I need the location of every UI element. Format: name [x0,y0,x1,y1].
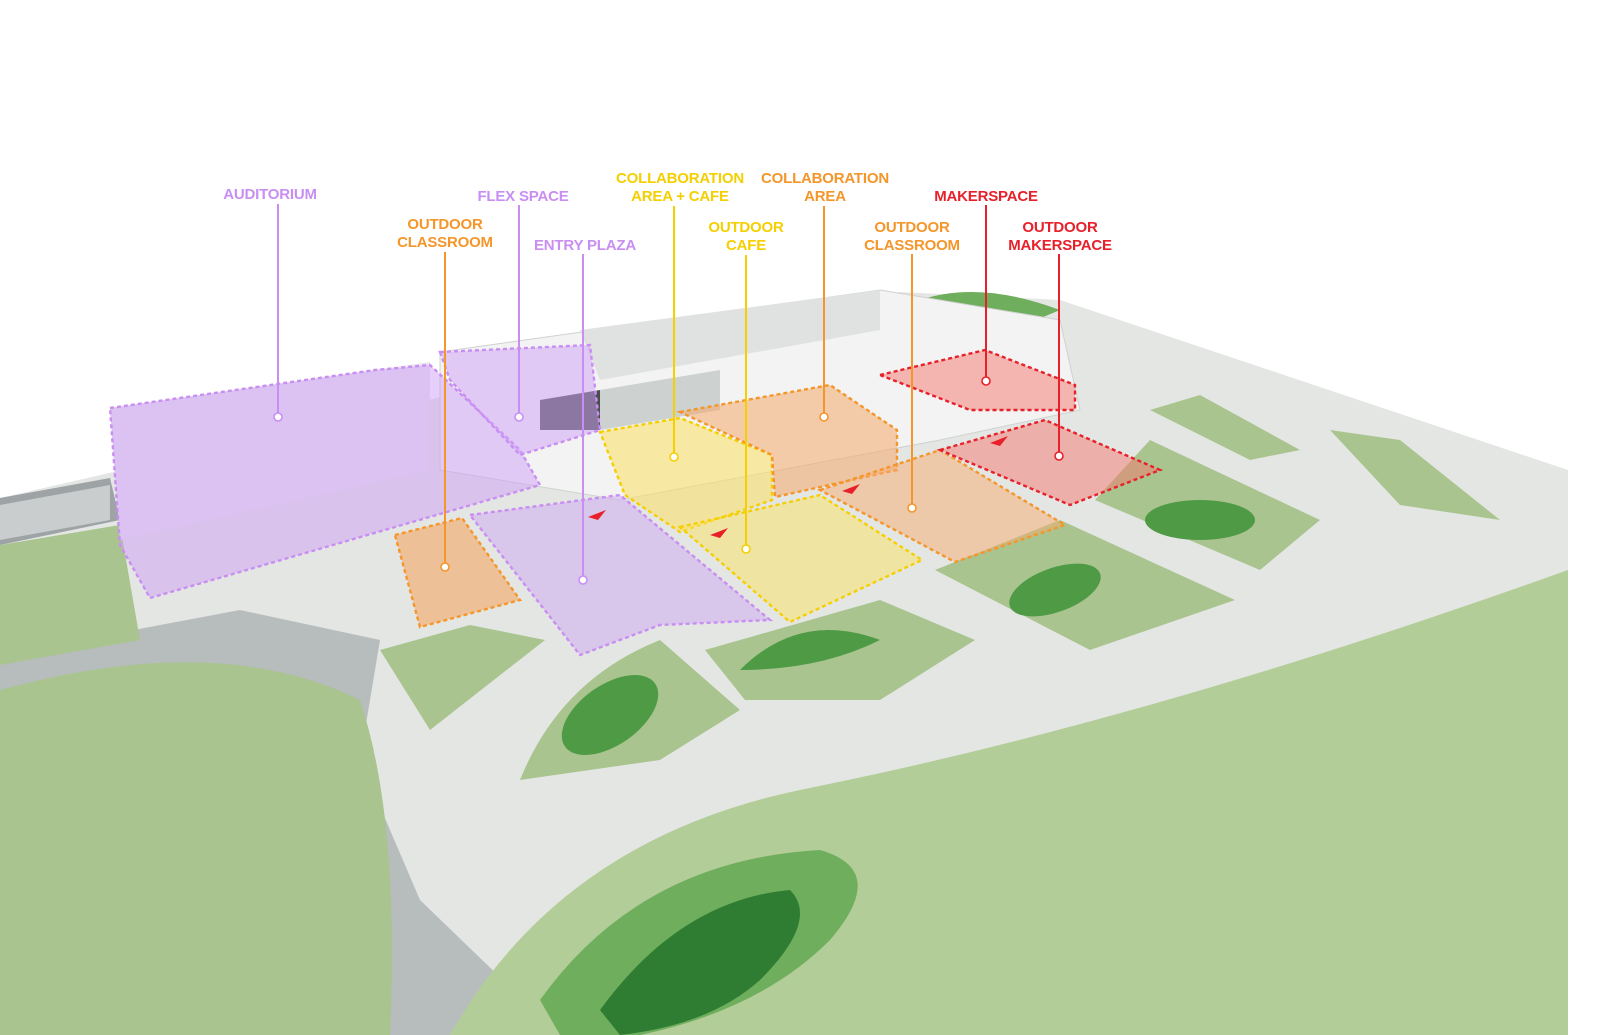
label-entry-plaza: ENTRY PLAZA [534,237,636,254]
leader-outdoor-classroom-east [907,254,917,513]
entrance-arrow-icon [990,436,1008,446]
label-flex-space: FLEX SPACE [477,188,568,205]
zone-outdoor-cafe [677,493,925,624]
leader-flex-space [514,205,524,422]
leader-lines [273,204,1064,585]
zone-entry-plaza [467,493,774,657]
leader-collaboration-cafe [669,206,679,462]
zone-auditorium [108,363,542,600]
leader-outdoor-makerspace [1054,254,1064,461]
zone-makerspace [875,348,1077,412]
lawn-strip [380,625,545,730]
zone-collaboration-cafe [598,416,774,534]
entrance-arrow-icon [588,510,606,520]
zone-outdoor-classroom-east [816,448,1068,564]
leader-entry-plaza [578,254,588,585]
lawn-southwest [0,662,392,1035]
program-zones [108,343,1164,657]
leader-auditorium [273,204,283,422]
leader-outdoor-cafe [741,255,751,554]
zone-outdoor-classroom-west [393,516,522,629]
leader-makerspace [981,205,991,386]
label-makerspace: MAKERSPACE [934,188,1038,205]
entrance-arrow-icon [710,528,728,538]
lawn-west [0,525,140,665]
label-auditorium: AUDITORIUM [223,186,317,203]
leader-outdoor-classroom-west [440,252,450,572]
leader-collaboration-area [819,206,829,422]
entrance-arrow-icon [842,484,860,494]
entrance-arrows [588,436,1008,538]
